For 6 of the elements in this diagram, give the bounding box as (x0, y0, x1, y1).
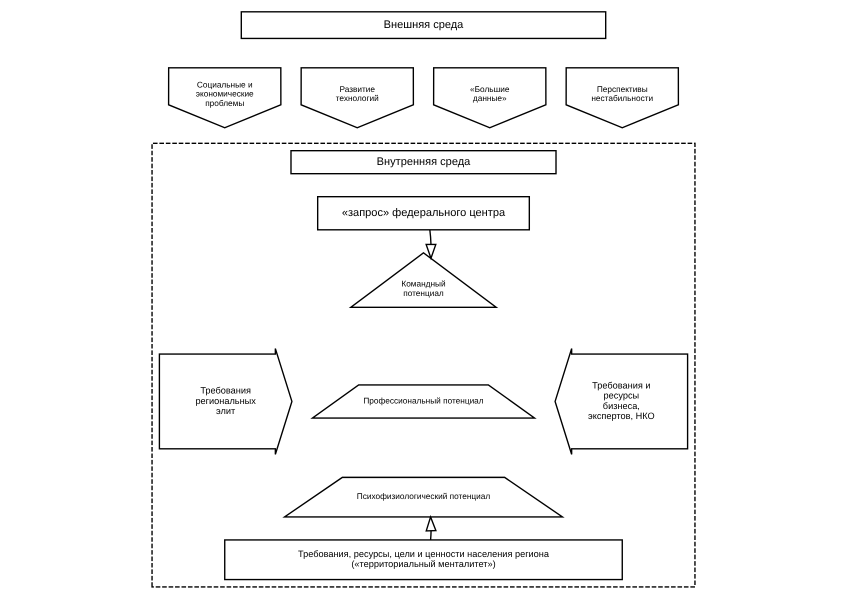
node-box: Внешняя среда (240, 11, 606, 40)
cluster (151, 142, 696, 588)
node-box: Требования, ресурсы, цели и ценности населения региона («территориальный менталитет») (224, 539, 623, 580)
node-box: «запрос» федерального центра (317, 196, 530, 231)
arrow (425, 230, 437, 260)
node-box: Внутренняя среда (290, 150, 557, 174)
